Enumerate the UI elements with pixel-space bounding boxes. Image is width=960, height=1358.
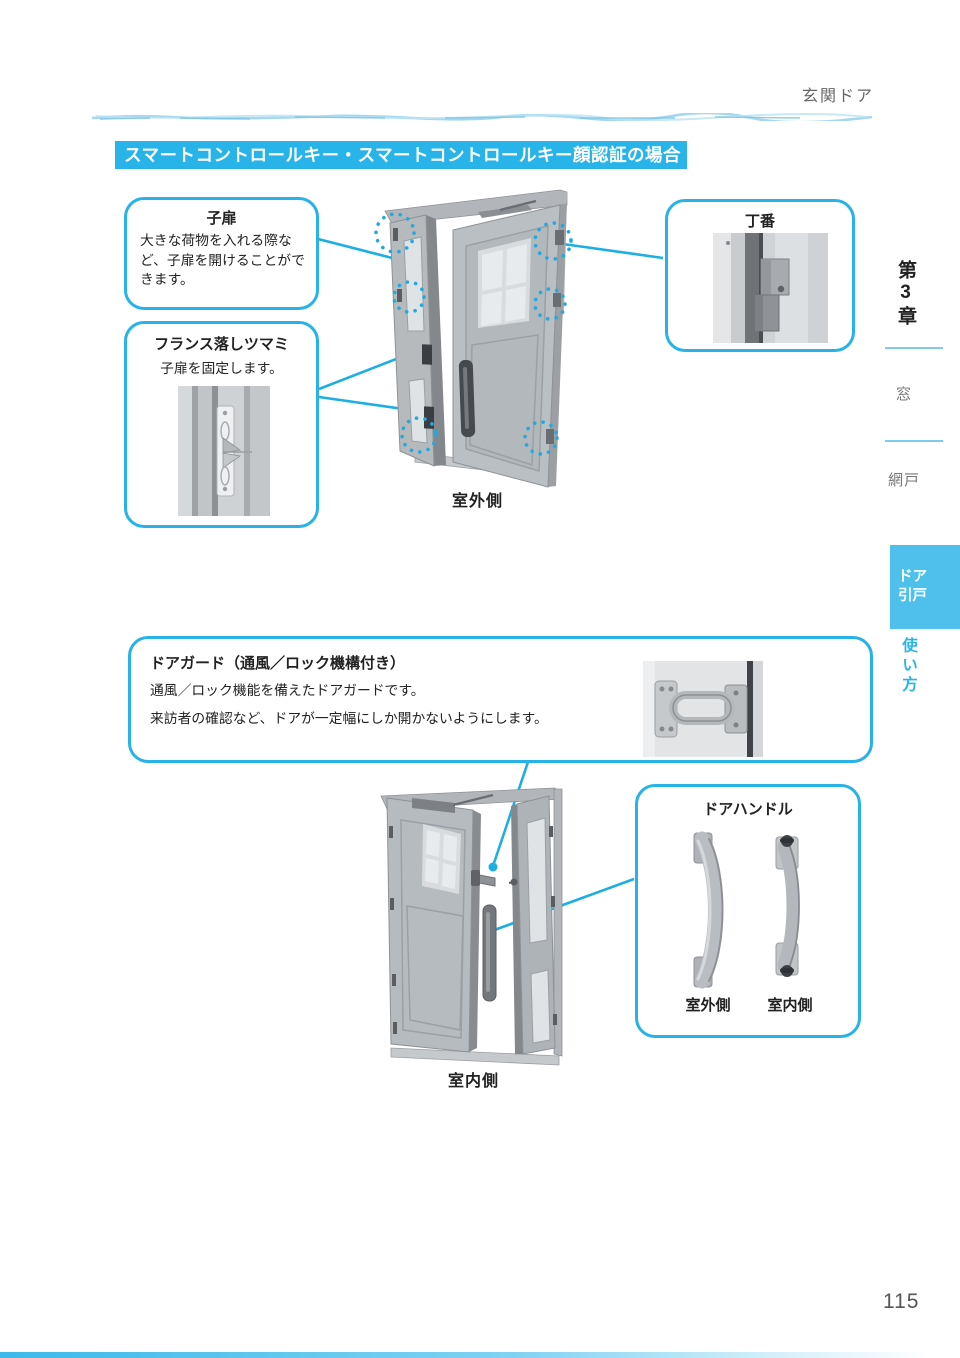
callout-child-door: 子扉 大きな荷物を入れる際など、子扉を開けることができます。 bbox=[124, 197, 319, 310]
door-illustration-inside bbox=[380, 787, 563, 1066]
callout-french-bolt-title: フランス落しツマミ bbox=[154, 336, 289, 353]
sidebar-chapter-label: 第3章 bbox=[895, 260, 916, 328]
callout-french-bolt: フランス落しツマミ 子扉を固定します。 bbox=[124, 321, 319, 528]
door-guard-photo bbox=[643, 661, 763, 757]
sidebar-item-door-line2: 引戸 bbox=[898, 588, 927, 604]
section-title-bar: スマートコントロールキー・スマートコントロールキー顔認証の場合 bbox=[115, 141, 687, 169]
header-divider-line bbox=[91, 113, 873, 121]
sidebar-item-door-active: ドア 引戸 bbox=[890, 545, 960, 629]
outside-diagram-label: 室外側 bbox=[452, 493, 504, 510]
callout-child-door-body: 大きな荷物を入れる際など、子扉を開けることができます。 bbox=[140, 233, 305, 288]
page-header-label: 玄関ドア bbox=[801, 88, 874, 105]
page-number: 115 bbox=[883, 1290, 920, 1313]
french-bolt-photo bbox=[178, 386, 270, 516]
sidebar-item-window: 窓 bbox=[896, 386, 913, 403]
footer-accent-bar bbox=[0, 1352, 930, 1358]
inside-diagram-label: 室内側 bbox=[448, 1073, 500, 1090]
callout-door-guard-title: ドアガード（通風／ロック機構付き） bbox=[150, 655, 406, 672]
handle-outside-label: 室外側 bbox=[685, 997, 731, 1014]
hinge-photo bbox=[713, 233, 828, 343]
callout-hinge: 丁番 bbox=[665, 199, 855, 352]
callout-child-door-title: 子扉 bbox=[206, 210, 237, 227]
callout-door-guard-body-line1: 通風／ロック機能を備えたドアガードです。 bbox=[150, 683, 425, 698]
door-illustration-outside bbox=[374, 189, 573, 488]
handle-inside-label: 室内側 bbox=[767, 997, 813, 1014]
callout-hinge-title: 丁番 bbox=[744, 213, 775, 230]
callout-door-guard: ドアガード（通風／ロック機構付き） 通風／ロック機能を備えたドアガードです。 来… bbox=[128, 636, 873, 763]
door-handle-inside-photo bbox=[775, 835, 800, 977]
callout-door-guard-body-line2: 来訪者の確認など、ドアが一定幅にしか開かないようにします。 bbox=[150, 711, 548, 727]
sidebar-item-door-line1: ドア bbox=[898, 569, 927, 586]
callout-door-handle: ドアハンドル 室外側 室内側 bbox=[635, 784, 861, 1038]
door-handle-outside-photo bbox=[693, 831, 724, 989]
callout-french-bolt-body: 子扉を固定します。 bbox=[160, 361, 283, 376]
callout-door-handle-title: ドアハンドル bbox=[703, 801, 793, 818]
sidebar-divider bbox=[885, 440, 943, 442]
sidebar-divider bbox=[885, 347, 943, 349]
sidebar-item-usage: 使い方 bbox=[900, 637, 917, 696]
sidebar-item-screen-door: 網戸 bbox=[888, 472, 921, 489]
